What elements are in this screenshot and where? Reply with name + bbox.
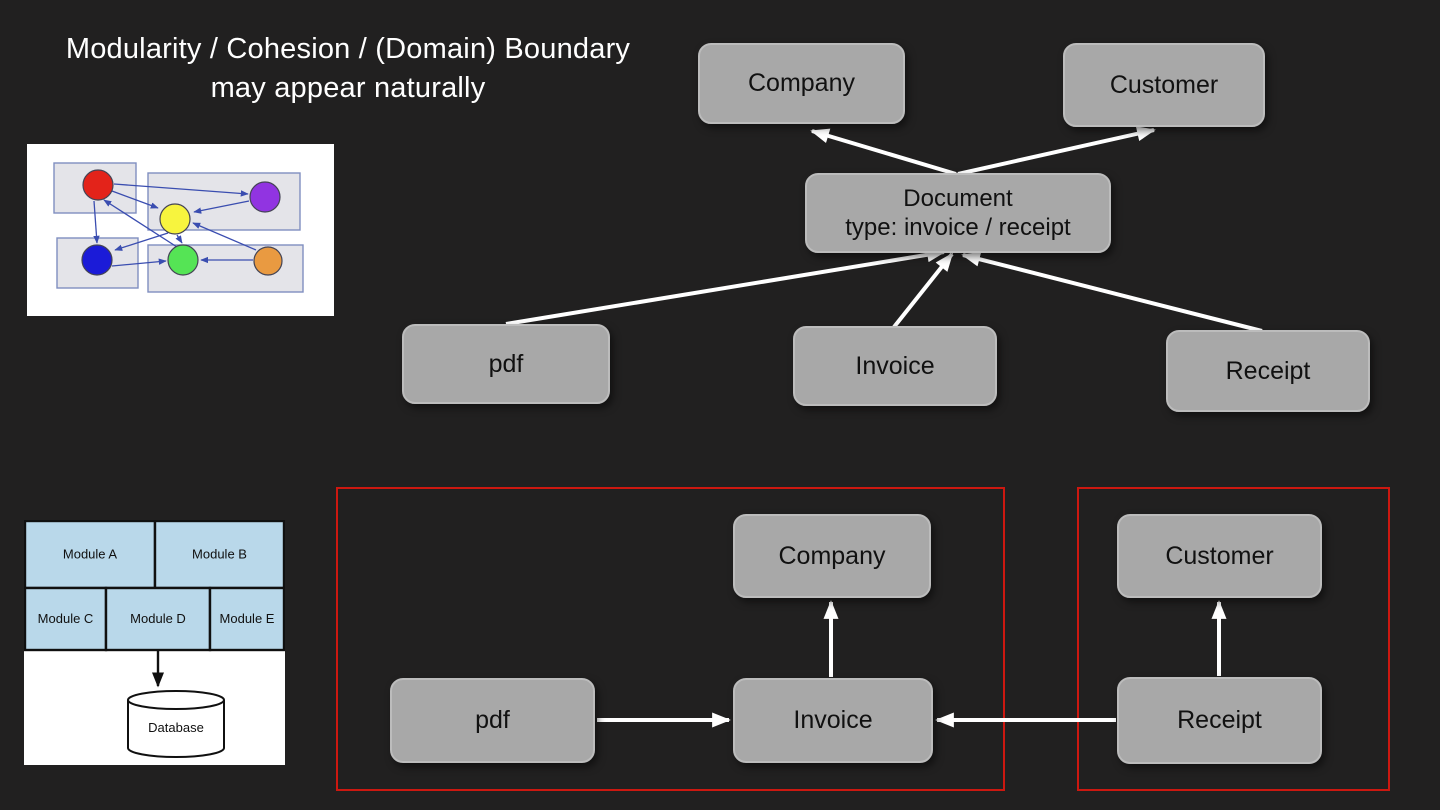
boundary-receipt-domain (1077, 487, 1390, 791)
edge-document-to-company (810, 128, 957, 176)
modules-figure: Module A Module B Module C Module D Module E… (23, 519, 286, 765)
cluster-node-yellow (159, 203, 191, 235)
node-label: pdf (488, 349, 524, 378)
cluster-edge (93, 200, 100, 244)
cluster-edge (103, 199, 178, 248)
node-sublabel: type: invoice / receipt (845, 214, 1071, 241)
cluster-edge (192, 222, 257, 251)
cluster-edge (111, 190, 159, 209)
cluster-edge (111, 258, 167, 267)
database-label: Database (148, 720, 204, 735)
boundary-invoice-domain (336, 487, 1005, 791)
node-pdf2: pdf (390, 678, 595, 763)
cluster-edge (193, 200, 250, 214)
node-invoice: Invoice (793, 326, 997, 406)
title-line-1: Modularity / Cohesion / (Domain) Boundar… (65, 33, 631, 65)
module-cell-label: Module D (130, 611, 186, 626)
cluster-node-purple (249, 181, 281, 213)
node-label: Customer (1165, 541, 1274, 570)
node-receipt: Receipt (1166, 330, 1370, 412)
node-pdf: pdf (402, 324, 610, 404)
node-customer2: Customer (1117, 514, 1322, 598)
module-cell-label: Module E (220, 611, 275, 626)
cluster-node-blue (81, 244, 113, 276)
module-cell (208, 586, 286, 652)
node-label: Company (748, 69, 855, 97)
node-label: Receipt (1177, 706, 1262, 734)
module-cell (23, 519, 157, 590)
cluster-node-orange (253, 246, 283, 276)
database-cylinder: Database (127, 690, 225, 758)
edge-document-to-customer (957, 126, 1156, 176)
module-cell-label: Module B (192, 547, 247, 562)
node-invoice2: Invoice (733, 678, 933, 763)
cluster-edge (113, 183, 249, 197)
cluster-node-red (82, 169, 114, 201)
node-label: pdf (475, 706, 510, 734)
node-label: Invoice (855, 351, 935, 380)
module-cell (153, 519, 286, 590)
edge-invoice-to-document (892, 252, 954, 329)
node-company2: Company (733, 514, 931, 598)
edge-receipt-to-document (961, 251, 1263, 333)
node-label: Invoice (793, 706, 873, 734)
module-cell-label: Module C (38, 611, 94, 626)
node-company: Company (698, 43, 905, 124)
cluster-figure (27, 144, 334, 316)
module-cell-label: Module A (63, 547, 118, 562)
node-receipt2: Receipt (1117, 677, 1322, 764)
title-line-2: may appear naturally (210, 72, 486, 104)
cluster-edge (175, 234, 183, 244)
node-label: Customer (1109, 70, 1219, 99)
node-label: Company (778, 541, 886, 570)
slide-title: Modularity / Cohesion / (Domain) Boundar… (28, 30, 668, 108)
cluster-node-green (167, 244, 199, 276)
edge-pdf-to-document (505, 247, 946, 326)
node-label: Document (903, 185, 1013, 212)
cluster-edge (114, 232, 169, 251)
module-cell (104, 586, 212, 652)
module-cell (23, 586, 108, 652)
node-label: Receipt (1225, 356, 1311, 385)
node-customer: Customer (1063, 43, 1265, 127)
